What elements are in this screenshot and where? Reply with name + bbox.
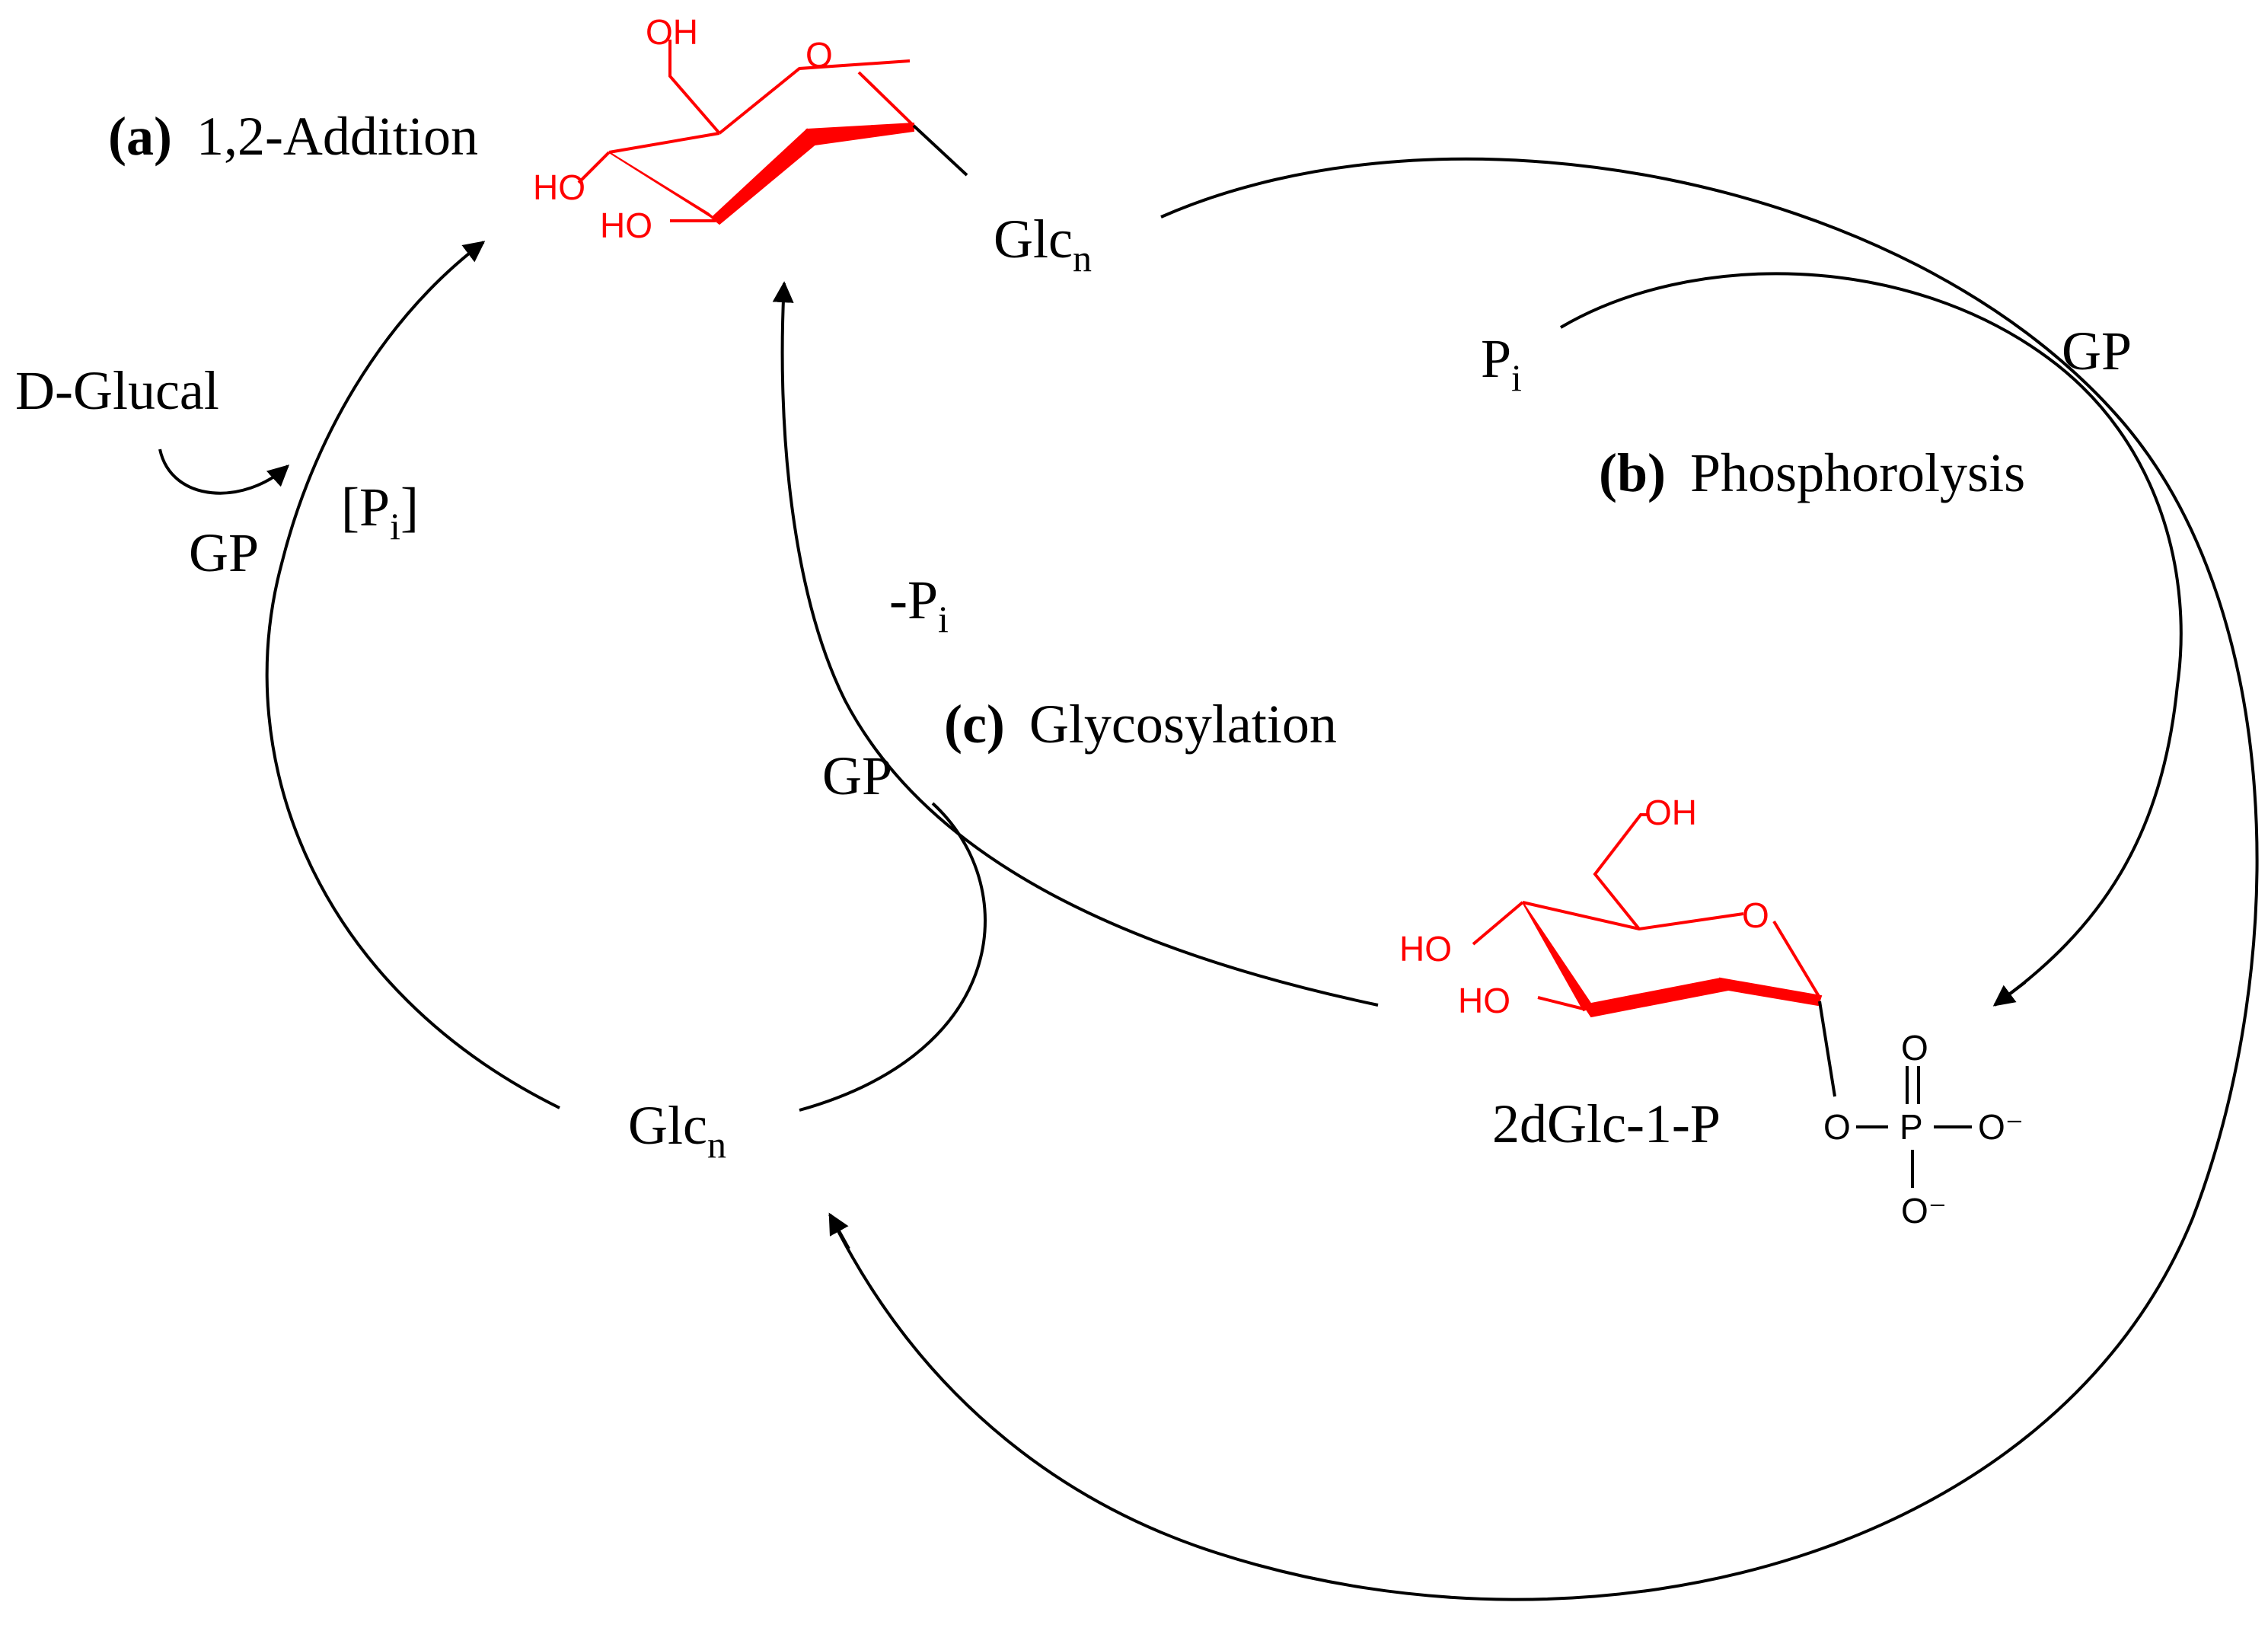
top-sugar-front-wedge: [710, 128, 816, 225]
minus-pi-label: -Pi: [889, 570, 949, 640]
product-ho-1: HO: [1399, 929, 1452, 969]
pi-label-right: Pi: [1481, 328, 1522, 399]
step-a-tag: (a): [108, 106, 172, 167]
arrow-glycosylation-loop: [799, 802, 987, 1112]
product-ring-back: [1522, 901, 1744, 931]
top-sugar-ch2oh: [668, 40, 721, 135]
product-wedge-right: [1718, 977, 1823, 1007]
product-phosphate-o-top: O: [1901, 1028, 1928, 1068]
gp-label-left: GP: [189, 522, 259, 583]
cycle-arrows: [158, 157, 2259, 1601]
product-ring-o-c1: [1772, 920, 1821, 999]
glcn-bottom-label: Glcn: [628, 1095, 726, 1166]
arrow-pi-uptake: [1559, 272, 2183, 1007]
gp-label-center: GP: [822, 745, 892, 806]
arrow-head-to-bottom-glcn: [828, 1212, 850, 1250]
minus-pi-sub: i: [938, 598, 949, 640]
pi-bracket-label: [Pi]: [341, 477, 419, 547]
pi-bracket-close: ]: [400, 477, 419, 538]
arrow-phosphorolysis-outer: [828, 157, 2259, 1601]
top-sugar-ring-o: O: [805, 35, 833, 75]
top-sugar-ho-2: HO: [600, 206, 652, 245]
product-ho-c3: [1537, 996, 1584, 1010]
step-a-name: 1,2-Addition: [196, 106, 478, 167]
product-ring-o: O: [1742, 895, 1769, 935]
top-sugar-ho-c4: [577, 151, 611, 184]
minus-pi-base: -P: [889, 570, 938, 630]
pi-right-base: P: [1481, 328, 1511, 389]
top-sugar-ho-1: HO: [533, 168, 585, 207]
top-sugar-ring-back: [718, 59, 911, 135]
product-oh: OH: [1644, 793, 1697, 832]
product-phosphate-o-ester: O: [1823, 1107, 1851, 1147]
step-b-label: (b) Phosphorolysis: [1599, 442, 2025, 503]
step-c-tag: (c): [944, 694, 1005, 755]
pi-right-sub: i: [1511, 356, 1522, 399]
top-sugar-front-wedge-right: [805, 122, 914, 146]
step-c-label: (c) Glycosylation: [944, 694, 1337, 755]
product-phosphate-p: P: [1900, 1107, 1923, 1147]
arrow-addition-cycle: [265, 241, 560, 1109]
pi-bracket-sub: i: [390, 505, 400, 547]
top-sugar-c1-o: [857, 71, 915, 127]
glcn-bottom-base: Glc: [628, 1095, 707, 1156]
gp-label-right: GP: [2062, 321, 2132, 381]
arrow-glycosylation: [772, 281, 1379, 1007]
step-a-label: (a) 1,2-Addition: [108, 106, 478, 167]
step-b-tag: (b): [1599, 442, 1666, 503]
glcn-top-sub: n: [1073, 237, 1092, 279]
glcn-top-base: Glc: [994, 209, 1073, 270]
product-ch2oh: [1593, 813, 1648, 930]
glcn-top-label: Glcn: [994, 209, 1092, 279]
labels: (a) 1,2-Addition (b) Phosphorolysis (c) …: [15, 106, 2132, 1166]
pi-bracket-open: [P: [341, 477, 390, 538]
arrow-head-to-product: [1992, 981, 2027, 1007]
glcn-bottom-sub: n: [707, 1123, 726, 1166]
step-c-name: Glycosylation: [1029, 694, 1337, 755]
top-sugar-glycosidic-bond: [912, 124, 968, 177]
product-wedge-left: [1522, 902, 1594, 1012]
product-c1-o: [1818, 1001, 1836, 1097]
arrow-glucal-entry: [158, 448, 290, 495]
step-b-name: Phosphorolysis: [1690, 442, 2025, 503]
product-structure: OH O HO HO O P O O⁻ O⁻: [1399, 793, 2024, 1230]
product-phosphate-o-right: O⁻: [1978, 1107, 2024, 1147]
product-ho-2: HO: [1458, 981, 1510, 1020]
product-ho-c4: [1472, 901, 1524, 946]
product-phosphate-o-bottom: O⁻: [1901, 1191, 1947, 1230]
product-label: 2dGlc-1-P: [1492, 1093, 1721, 1154]
top-sugar-oh: OH: [646, 12, 698, 52]
product-wedge-front: [1582, 977, 1730, 1018]
top-sugar-structure: OH O HO HO: [533, 12, 968, 245]
d-glucal-label: D-Glucal: [15, 360, 219, 421]
top-sugar-c4-c5: [608, 132, 720, 154]
